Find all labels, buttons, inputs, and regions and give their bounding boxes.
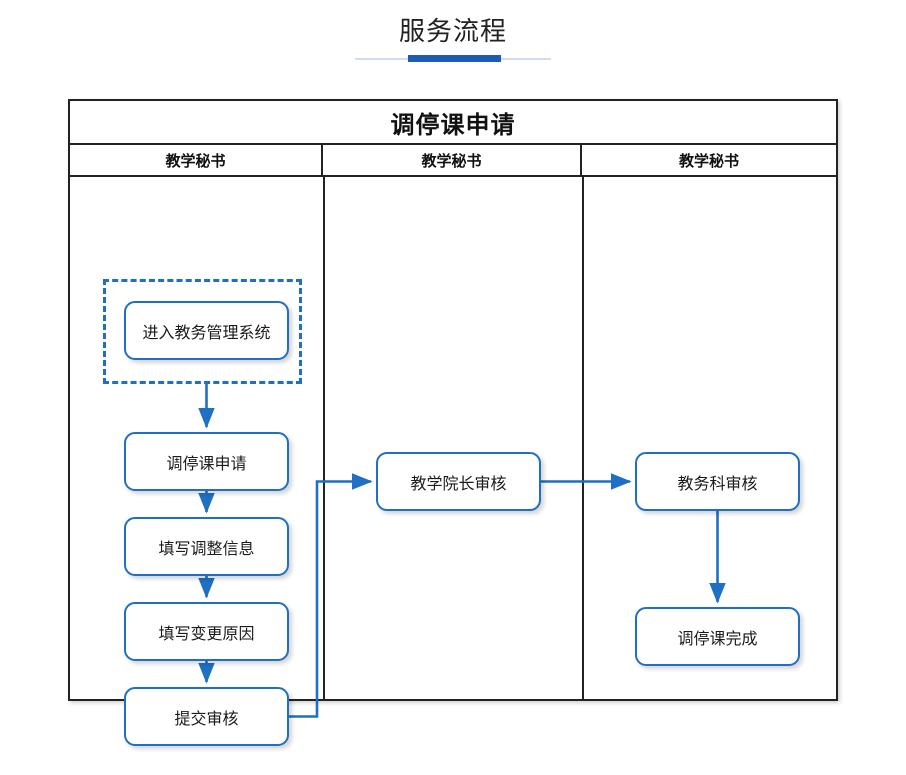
node-fill-info[interactable]: 填写调整信息 bbox=[124, 517, 289, 576]
node-apply[interactable]: 调停课申请 bbox=[124, 432, 289, 491]
node-enter-system-label: 进入教务管理系统 bbox=[142, 324, 271, 342]
title-divider-accent bbox=[408, 55, 501, 62]
node-dean-review[interactable]: 教学院长审核 bbox=[376, 452, 541, 511]
dashed-group-box bbox=[103, 279, 302, 384]
node-office-review[interactable]: 教务科审核 bbox=[635, 452, 800, 511]
lane-header-3: 教学秘书 bbox=[678, 152, 739, 170]
lane-divider-1 bbox=[323, 177, 325, 699]
flowchart-title: 调停课申请 bbox=[390, 111, 516, 139]
edge-submit-to-dean-review bbox=[289, 473, 373, 718]
node-fill-info-label: 填写调整信息 bbox=[158, 540, 255, 558]
lane-header-row: 教学秘书 教学秘书 教学秘书 bbox=[70, 145, 836, 177]
node-apply-label: 调停课申请 bbox=[166, 455, 247, 473]
page-title: 服务流程 bbox=[398, 16, 507, 46]
node-complete-label: 调停课完成 bbox=[677, 630, 758, 648]
flow-canvas: 进入教务管理系统 调停课申请 填写调整信息 填写变更原因 提交审核 教学院长审核… bbox=[70, 177, 836, 775]
node-submit-label: 提交审核 bbox=[174, 710, 239, 728]
node-complete[interactable]: 调停课完成 bbox=[635, 607, 800, 666]
node-dean-review-label: 教学院长审核 bbox=[410, 475, 507, 493]
node-fill-reason-label: 填写变更原因 bbox=[158, 625, 255, 643]
lane-header-2: 教学秘书 bbox=[323, 145, 582, 175]
node-enter-system[interactable]: 进入教务管理系统 bbox=[124, 301, 289, 360]
swimlane-flowchart: 调停课申请 教学秘书 教学秘书 教学秘书 bbox=[68, 99, 838, 746]
node-fill-reason[interactable]: 填写变更原因 bbox=[124, 602, 289, 661]
flowchart-title-row: 调停课申请 bbox=[70, 101, 836, 145]
node-submit[interactable]: 提交审核 bbox=[124, 687, 289, 746]
lane-header-1: 教学秘书 bbox=[70, 145, 323, 175]
lane-divider-2 bbox=[582, 177, 584, 699]
node-office-review-label: 教务科审核 bbox=[677, 475, 758, 493]
